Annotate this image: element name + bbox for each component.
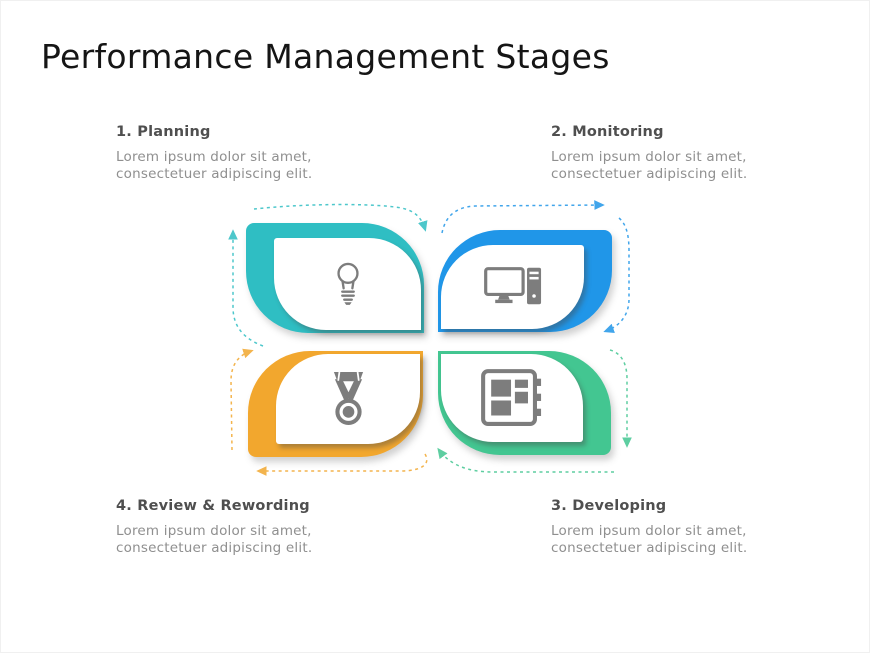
stage-description-monitoring: Lorem ipsum dolor sit amet, consectetuer… xyxy=(551,149,801,184)
stage-text-monitoring: 2. Monitoring Lorem ipsum dolor sit amet… xyxy=(551,124,801,184)
stage-heading-planning: 1. Planning xyxy=(116,124,211,140)
petal-review-rewording xyxy=(248,351,423,457)
stage-heading-monitoring: 2. Monitoring xyxy=(551,124,664,140)
arrow-planning-left xyxy=(228,229,264,347)
description-line: Lorem ipsum dolor sit amet, xyxy=(116,523,312,539)
stage-text-developing: 3. Developing Lorem ipsum dolor sit amet… xyxy=(551,498,801,558)
arrow-planning-top xyxy=(253,203,428,232)
petal-developing xyxy=(438,351,611,455)
desktop-computer-icon xyxy=(483,267,541,305)
petal-review-rewording-card xyxy=(276,354,420,444)
stage-text-review-rewording: 4. Review & Rewording Lorem ipsum dolor … xyxy=(116,498,366,558)
stage-description-planning: Lorem ipsum dolor sit amet, consectetuer… xyxy=(116,149,366,184)
description-line: consectetuer adipiscing elit. xyxy=(551,540,748,557)
description-line: Lorem ipsum dolor sit amet, xyxy=(551,149,747,165)
petal-planning-card xyxy=(274,238,421,330)
page-title: Performance Management Stages xyxy=(41,37,610,76)
description-line: Lorem ipsum dolor sit amet, xyxy=(551,523,747,539)
arrow-monitoring-right xyxy=(603,217,630,334)
stage-heading-developing: 3. Developing xyxy=(551,498,667,514)
stage-heading-review-rewording: 4. Review & Rewording xyxy=(116,498,310,514)
arrow-developing-bottom xyxy=(437,447,614,473)
stage-text-planning: 1. Planning Lorem ipsum dolor sit amet, … xyxy=(116,124,366,184)
stage-description-developing: Lorem ipsum dolor sit amet, consectetuer… xyxy=(551,523,801,558)
arrow-developing-right xyxy=(609,349,632,448)
notebook-icon xyxy=(481,369,542,426)
description-line: consectetuer adipiscing elit. xyxy=(551,166,748,183)
petal-monitoring-card xyxy=(441,245,584,329)
description-line: consectetuer adipiscing elit. xyxy=(116,166,313,183)
petal-planning xyxy=(246,223,424,333)
lightbulb-icon xyxy=(336,263,359,306)
description-line: Lorem ipsum dolor sit amet, xyxy=(116,149,312,165)
arrow-review-left xyxy=(230,348,254,451)
arrow-monitoring-top xyxy=(441,200,605,234)
stage-description-review-rewording: Lorem ipsum dolor sit amet, consectetuer… xyxy=(116,523,366,558)
medal-icon xyxy=(333,371,363,425)
description-line: consectetuer adipiscing elit. xyxy=(116,540,313,557)
petal-monitoring xyxy=(438,230,612,332)
petal-developing-card xyxy=(441,354,583,442)
